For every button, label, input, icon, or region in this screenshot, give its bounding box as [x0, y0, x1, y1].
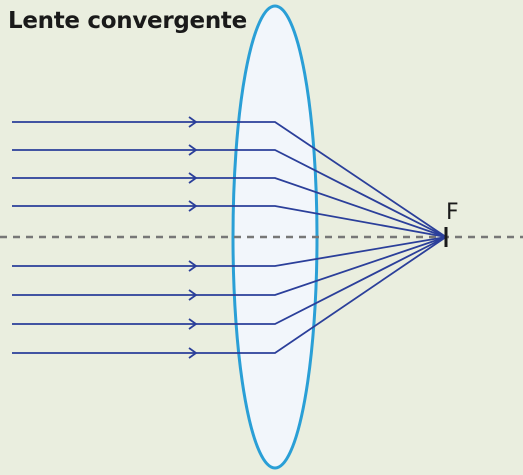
ray-line: [12, 236, 447, 296]
ray-line: [12, 236, 447, 325]
ray-line: [12, 236, 447, 267]
ray-8: [12, 236, 447, 359]
ray-arrow-icon: [188, 318, 198, 330]
ray-4: [12, 200, 447, 238]
ray-arrow-icon: [188, 144, 198, 156]
ray-1: [12, 116, 447, 238]
ray-line: [12, 177, 447, 238]
ray-arrow-icon: [188, 116, 198, 128]
ray-2: [12, 144, 447, 238]
ray-5: [12, 236, 447, 272]
ray-7: [12, 236, 447, 330]
ray-arrow-icon: [188, 172, 198, 184]
ray-line: [12, 149, 447, 238]
ray-arrow-icon: [188, 260, 198, 272]
ray-6: [12, 236, 447, 301]
rays-group: [12, 116, 447, 359]
focal-point-label: F: [446, 200, 459, 225]
ray-line: [12, 236, 447, 354]
ray-arrow-icon: [188, 347, 198, 359]
ray-line: [12, 121, 447, 238]
diagram-title: Lente convergente: [8, 8, 247, 34]
ray-arrow-icon: [188, 200, 198, 212]
ray-3: [12, 172, 447, 238]
ray-line: [12, 205, 447, 238]
ray-arrow-icon: [188, 289, 198, 301]
